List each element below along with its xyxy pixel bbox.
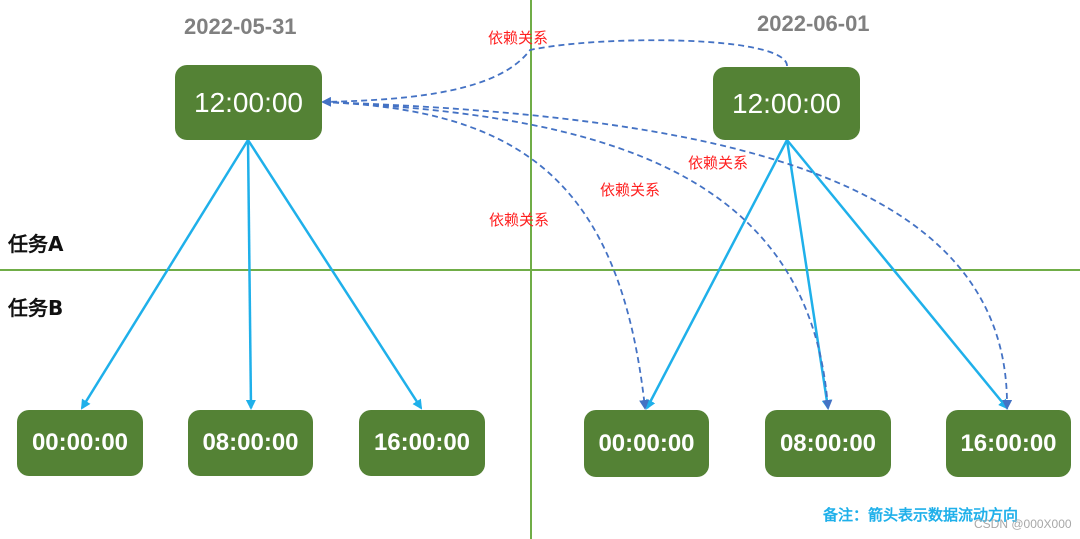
task-b-node-right-2: 08:00:00 bbox=[765, 410, 891, 477]
task-b-node-left-3: 16:00:00 bbox=[359, 410, 485, 476]
dependency-label-2: 依赖关系 bbox=[600, 181, 661, 199]
flow-arrow-left-3 bbox=[246, 139, 423, 410]
dependency-curve-1 bbox=[322, 101, 650, 410]
task-a-node-right: 12:00:00 bbox=[713, 67, 860, 140]
task-b-node-right-3: 16:00:00 bbox=[946, 410, 1071, 477]
task-a-node-left: 12:00:00 bbox=[175, 65, 322, 140]
task-b-node-left-2: 08:00:00 bbox=[188, 410, 313, 476]
task-b-node-left-1: 00:00:00 bbox=[17, 410, 143, 476]
flow-arrow-left-1 bbox=[80, 139, 250, 410]
task-b-node-right-1: 00:00:00 bbox=[584, 410, 709, 477]
date-right: 2022-06-01 bbox=[757, 11, 870, 36]
flow-arrow-right-2 bbox=[785, 139, 832, 410]
flow-arrow-left-2 bbox=[245, 139, 256, 410]
lane-label-b: 任务B bbox=[8, 296, 64, 320]
dependency-curve-3 bbox=[322, 101, 1013, 410]
dependency-label-3: 依赖关系 bbox=[688, 154, 749, 172]
legend-note: 备注：箭头表示数据流动方向 bbox=[823, 506, 1019, 524]
watermark: CSDN @000X000 bbox=[974, 517, 1072, 531]
date-left: 2022-05-31 bbox=[184, 14, 297, 39]
dependency-label-1: 依赖关系 bbox=[489, 211, 550, 229]
dependency-curve-top bbox=[321, 39, 788, 107]
lane-label-a: 任务A bbox=[8, 232, 64, 256]
flow-arrow-right-1 bbox=[645, 139, 789, 410]
dependency-label-top: 依赖关系 bbox=[488, 29, 549, 47]
dependency-curve-2 bbox=[322, 101, 833, 410]
flow-arrow-right-3 bbox=[786, 139, 1009, 410]
